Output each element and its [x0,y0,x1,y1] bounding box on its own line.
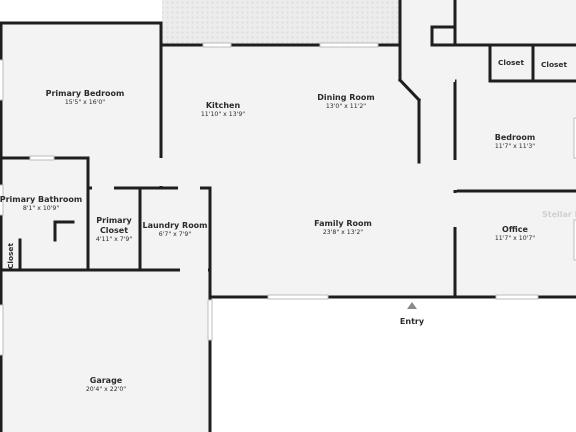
label-family-room: Family Room [314,219,372,228]
size-office: 11'7" x 10'7" [495,235,535,242]
label-closet-small: Closet [6,243,15,269]
size-primary-bathroom: 8'1" x 10'9" [23,205,60,212]
label-primary-closet-line1: Primary [96,216,132,225]
label-garage: Garage [90,376,123,385]
label-bedroom: Bedroom [495,133,536,142]
label-office: Office [502,225,528,234]
label-dining-room: Dining Room [317,93,375,102]
label-primary-closet-line2: Closet [100,226,128,235]
label-kitchen: Kitchen [206,101,241,110]
patio-area [162,0,400,45]
size-bedroom: 11'7" x 11'3" [495,143,535,150]
label-closet-b: Closet [541,60,567,69]
windows [0,42,576,356]
label-primary-bedroom: Primary Bedroom [46,89,125,98]
entry-arrow-icon [407,302,417,309]
label-laundry-room: Laundry Room [142,221,207,230]
size-kitchen: 11'10" x 13'9" [201,111,245,118]
size-primary-bedroom: 15'5" x 16'0" [65,99,105,106]
watermark: Stellar MLS [542,210,576,219]
size-primary-closet: 4'11" x 7'9" [96,236,133,243]
label-closet-a: Closet [498,58,524,67]
size-family-room: 23'8" x 13'2" [323,229,363,236]
label-entry: Entry [400,317,425,326]
room-labels: Primary Bedroom 15'5" x 16'0" Kitchen 11… [0,58,567,393]
size-garage: 20'4" x 22'0" [86,386,126,393]
size-dining-room: 13'0" x 11'2" [326,103,366,110]
entry-marker: Entry [400,302,425,326]
label-primary-bathroom: Primary Bathroom [0,195,82,204]
size-laundry-room: 6'7" x 7'9" [159,231,192,238]
